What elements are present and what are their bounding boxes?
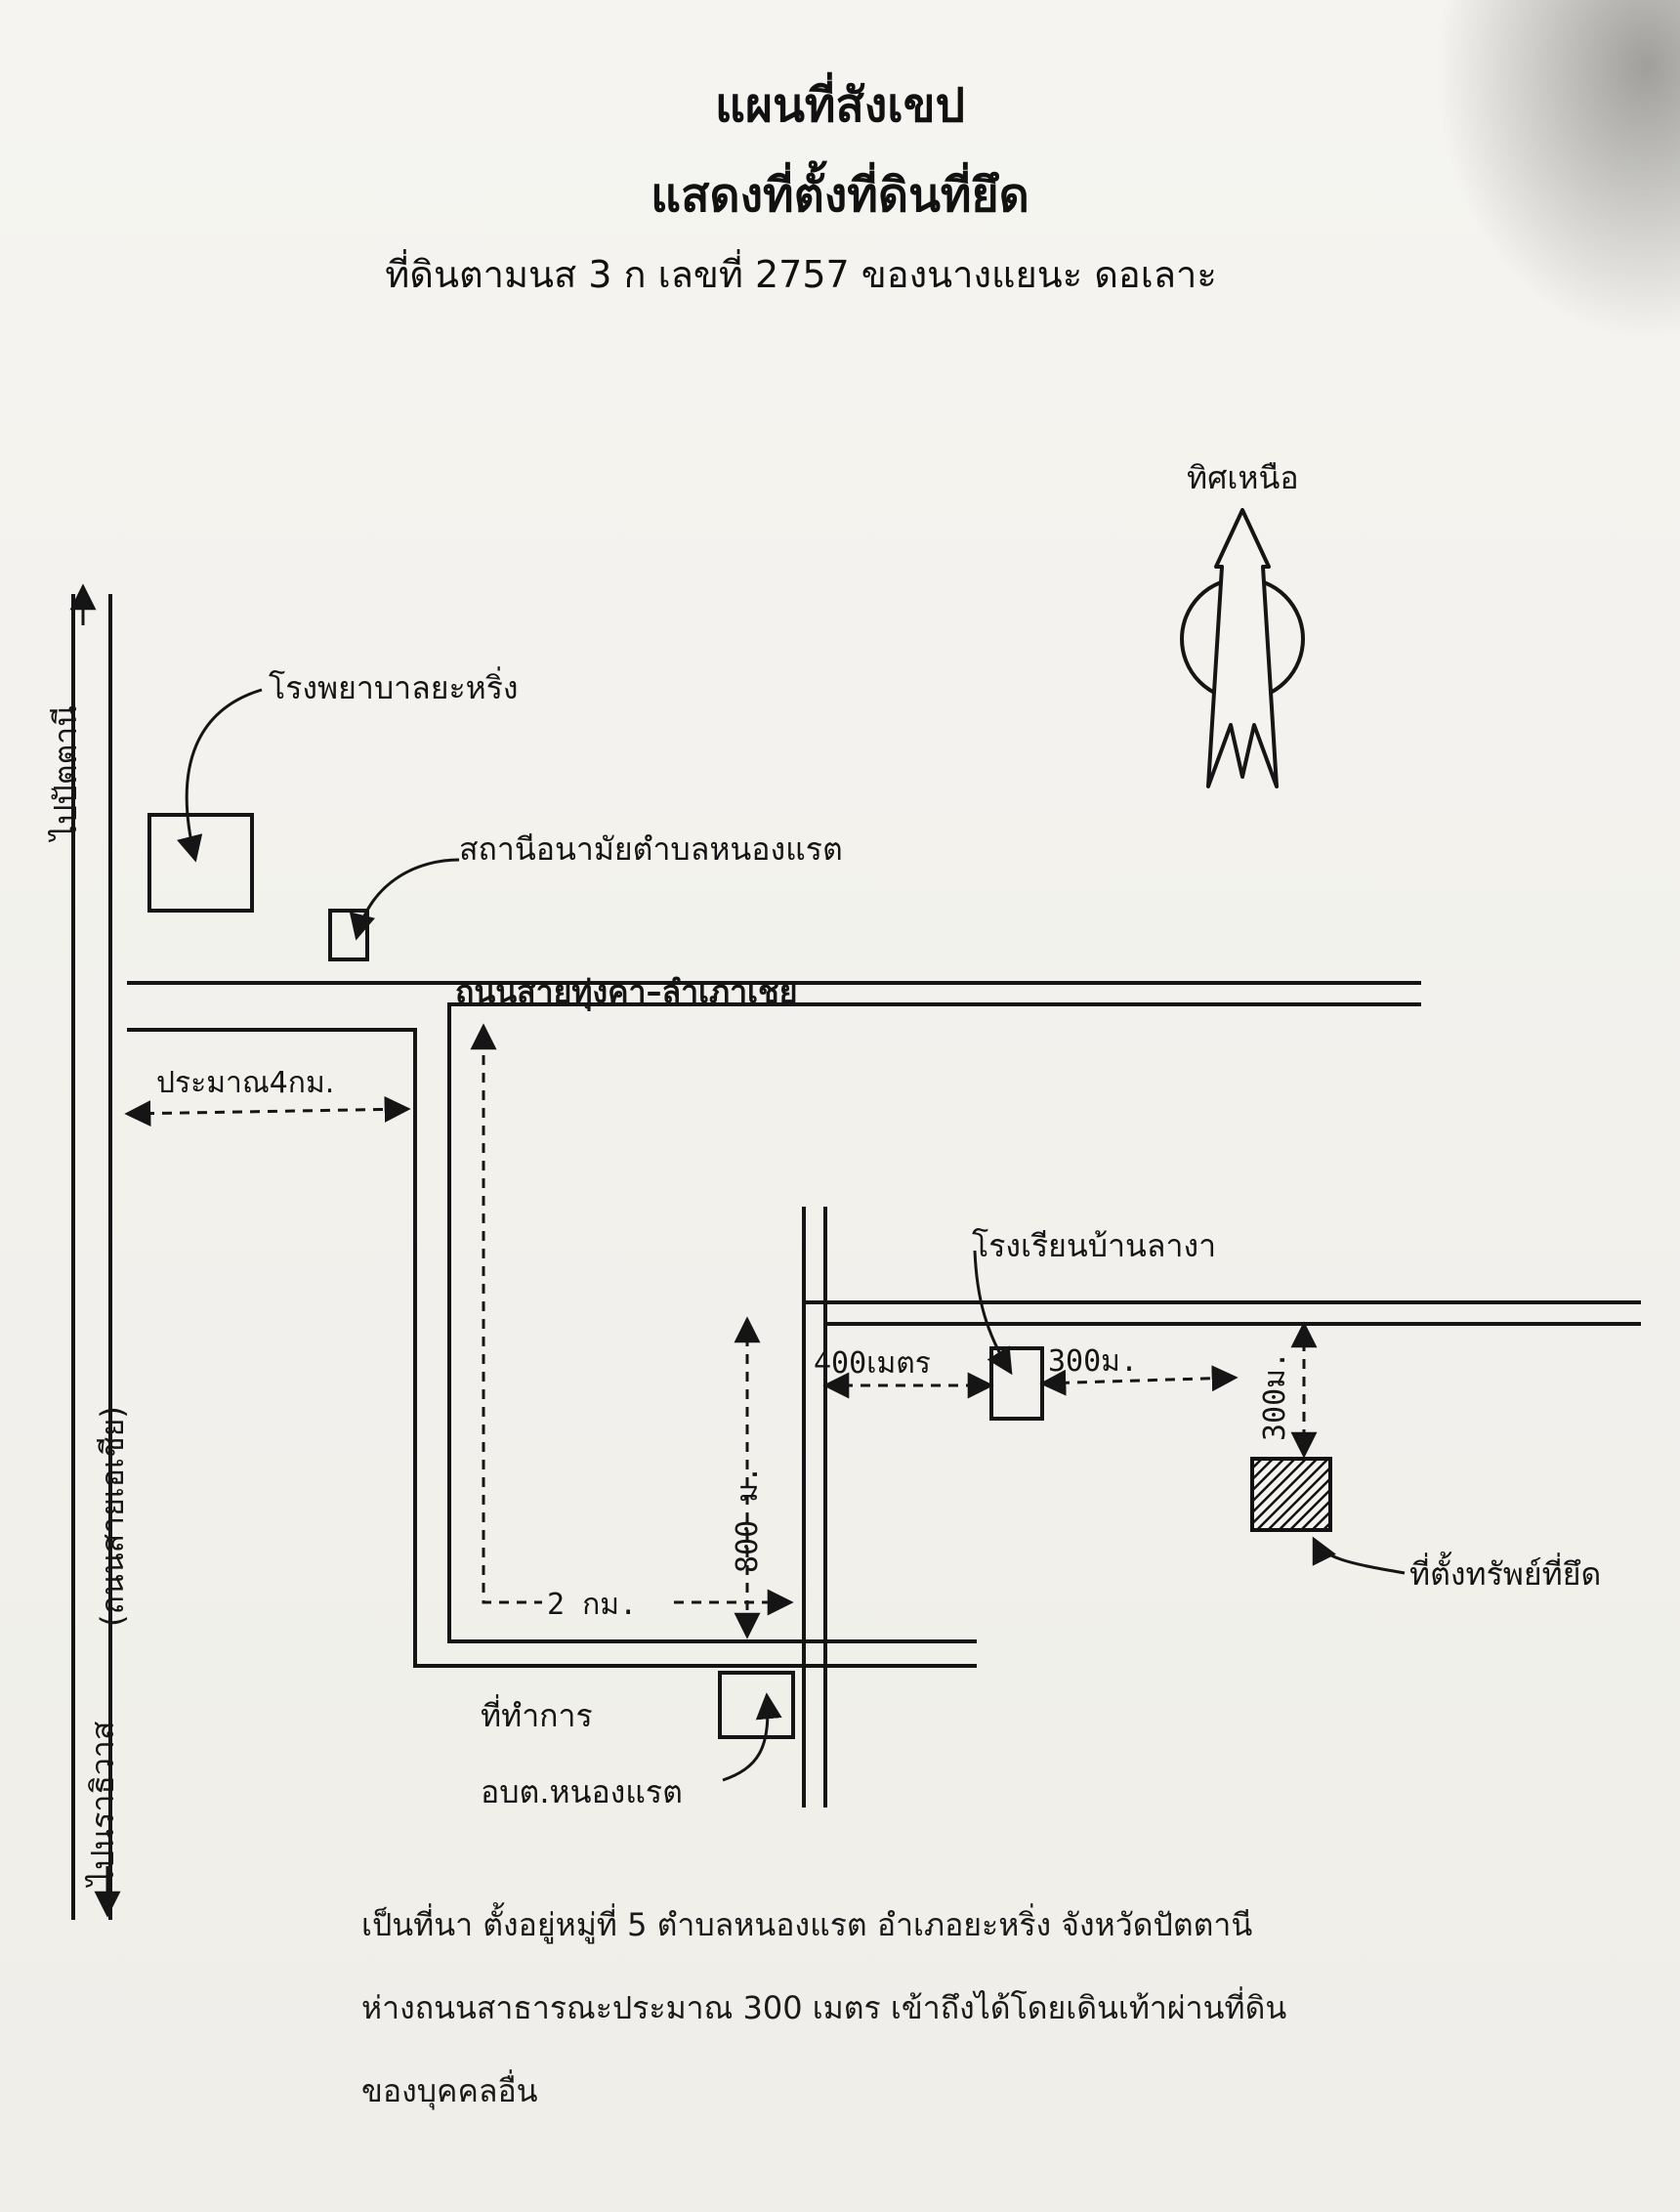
health-station-building [328,909,369,961]
distance-2km-label: 2 กม. [547,1588,637,1622]
map-subtitle: แสดงที่ตั้งที่ดินที่ยึด [651,168,1029,223]
hospital-pointer [177,688,263,863]
seized-property-parcel [1250,1457,1332,1532]
office-label-line1: ที่ทำการ [481,1694,593,1734]
land-title-line: ที่ดินตามนส 3 ก เลขที่ 2757 ของนางแยนะ ด… [385,253,1217,296]
route-dashed-vertical [482,1038,542,1604]
school-label: โรงเรียนบ้านลางา [972,1227,1216,1264]
main-road-left-block [127,1028,977,1668]
map-title: แผนที่สังเขป [715,78,965,133]
description-line-2: ห่างถนนสาธารณะประมาณ 300 เมตร เข้าถึงได้… [361,1989,1287,2026]
dimension-300m-horizontal [1039,1365,1239,1396]
distance-400m-label: 400เมตร [814,1346,931,1381]
school-building [989,1346,1044,1421]
main-road-label: ถนนสายทุ่งคา–ลำเภาเชย [455,973,797,1012]
dimension-4km [124,1095,411,1127]
to-narathiwat-label: ไปนราธิวาส [84,1722,121,1889]
main-road-right-block [447,1002,1421,1643]
office-pointer [722,1692,782,1782]
sao-office-building [718,1671,795,1739]
to-pattani-label: ไปปัตตานี [47,705,84,843]
school-pointer [973,1250,1013,1376]
distance-800m-label: 800 ม. [731,1466,765,1573]
hospital-building [147,813,254,913]
north-label: ทิศเหนือ [1187,459,1299,496]
seized-property-label: ที่ตั้งทรัพย์ที่ยึด [1409,1552,1601,1593]
health-station-pointer [349,858,460,941]
asia-road-label: (ถนนสายเอเชีย) [94,1406,131,1627]
distance-300m-horizontal-label: 300ม. [1048,1344,1138,1379]
north-arrow-icon [1180,508,1305,788]
distance-4km-label: ประมาณ4กม. [156,1066,334,1100]
description-line-1: เป็นที่นา ตั้งอยู่หมู่ที่ 5 ตำบลหนองแรต … [361,1906,1253,1943]
hospital-label: โรงพยาบาลยะหริ่ง [269,666,519,706]
office-label-line2: อบต.หนองแรต [481,1773,683,1810]
health-station-label: สถานีอนามัยตำบลหนองแรต [459,830,843,868]
distance-300m-vertical-label: 300ม. [1258,1351,1292,1441]
description-line-3: ของบุคคลอื่น [361,2072,538,2109]
property-pointer [1312,1536,1406,1575]
